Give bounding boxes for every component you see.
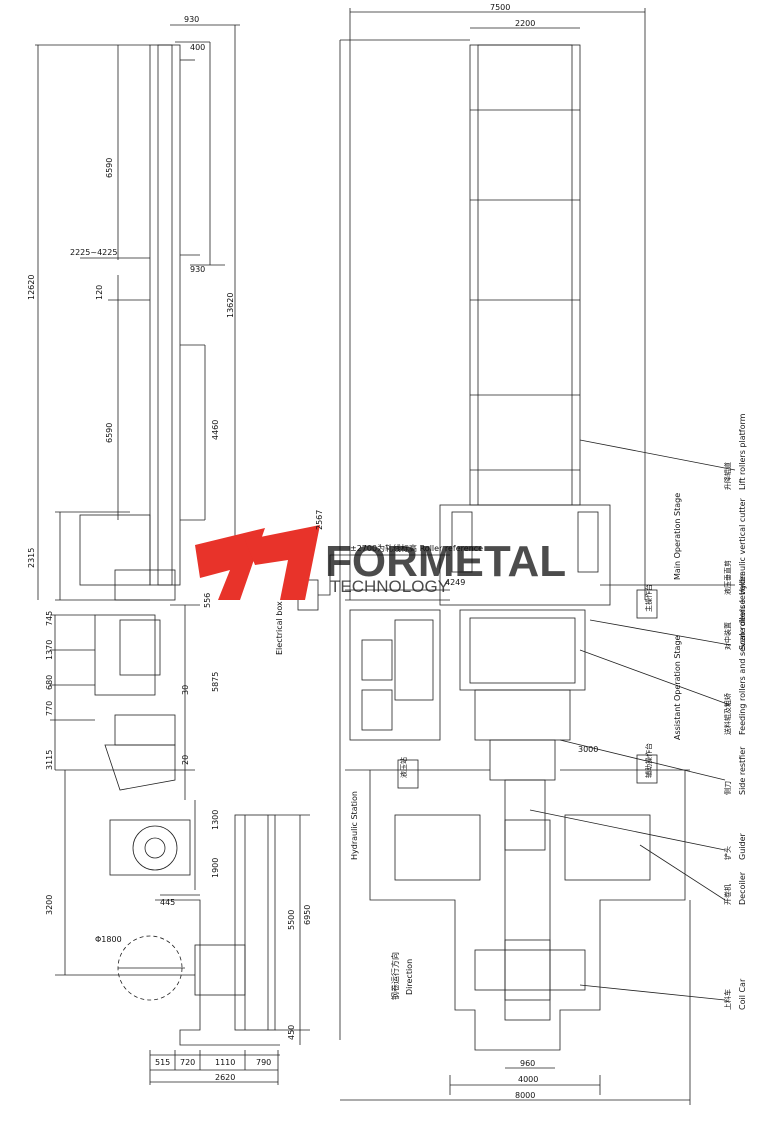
dimension-label: 930 [184,15,199,24]
dimension-label: 2315 [27,548,36,568]
callout-label-cn: 升降辊道 [723,462,732,490]
callout-label-cn: 侧刀 [723,781,732,795]
callout-label-cn: 上料车 [723,989,732,1010]
callout-label: Decoiler [738,871,747,905]
callout-label: Side restfier [738,746,747,795]
dimension-label: 790 [256,1058,271,1067]
dimension-label: 5500 [287,910,296,930]
dimension-label: 770 [45,701,54,716]
dimension-label: 8000 [515,1091,535,1100]
dimension-label: 12620 [27,275,36,300]
callout-label-cn: 送料辊及粗矫 [723,693,732,735]
dimension-label: 6950 [303,905,312,925]
logo-mark-right [245,525,320,600]
electrical-box-label: Electrical box [275,601,284,655]
hydraulic-station-label: Hydraulic Station [350,791,359,860]
main-operation-stage-label: Main Operation Stage [673,493,682,580]
dimension-label: 1900 [211,858,220,878]
dimension-label: 2225~4225 [70,248,117,257]
dimension-label: 960 [520,1059,535,1068]
assistant-operation-stage-label: Assistant Operation Stage [673,635,682,740]
dimension-label: 556 [203,593,212,608]
brand-logo: FORMETAL TECHNOLOGY [195,525,566,600]
dimension-label: 120 [95,285,104,300]
dimension-label: 1300 [211,810,220,830]
callout-label-cn: 对中装置 [723,622,732,650]
op-box-label: 主操作台 [644,584,653,612]
roller-level-note: ±2700为轧线标高 Roller reference [350,543,483,553]
dimension-label: 720 [180,1058,195,1067]
op-box-label: 辅助操作台 [644,743,653,778]
direction-label: Direction [405,959,414,995]
dimension-label: 680 [45,675,54,690]
dimension-label: 515 [155,1058,170,1067]
dimension-label: 450 [287,1025,296,1040]
callout-label: Lift rollers platform [738,413,747,490]
dimension-label: 4000 [518,1075,538,1084]
dimension-label: 13620 [226,293,235,318]
dimension-label: 7500 [490,3,510,12]
dimension-label: 30 [181,685,190,695]
dimension-labels: 930 400 6590 12620 2225~4225 930 13620 120 6590 4… [27,3,747,1100]
dimension-label: 445 [160,898,175,907]
dimension-label: 6590 [105,158,114,178]
dimension-label: 5875 [211,672,220,692]
callout-label: Feeding rollers and seven rollers levell… [738,572,747,735]
dimension-label: Φ1800 [95,935,122,944]
dimension-label: 3200 [45,895,54,915]
callout-label: Guider [738,833,747,860]
dimension-label: 2200 [515,19,535,28]
callout-label-cn: 液压垂直剪 [723,560,732,595]
brand-subtitle: TECHNOLOGY [330,577,449,596]
callout-label: Scale device [738,600,747,650]
dimension-label: 4460 [211,420,220,440]
dimension-label: 930 [190,265,205,274]
dimension-label: 1370 [45,640,54,660]
dimension-label: 400 [190,43,205,52]
dimension-label: 2620 [215,1073,235,1082]
dimension-label: 3115 [45,750,54,770]
dimension-label: 1110 [215,1058,235,1067]
callout-label-cn: 铲头 [723,846,732,860]
direction-label-cn: 钢卷运行方向 [390,952,400,1000]
drawing-lines [35,8,736,1105]
brand-name: FORMETAL [325,537,566,586]
callout-label-cn: 开卷机 [723,884,732,905]
dimension-label: 2567 [315,510,324,530]
hydraulic-station-label-cn: 液压站 [399,757,408,778]
dimension-label: 6590 [105,423,114,443]
callout-label: Hydraulic vertical cutter [738,497,747,595]
callout-label: Coil Car [738,978,747,1010]
dimension-label: 3000 [578,745,598,754]
dimension-label: 20 [181,755,190,765]
dimension-label: 4249 [445,578,465,587]
dimension-label: 745 [45,611,54,626]
